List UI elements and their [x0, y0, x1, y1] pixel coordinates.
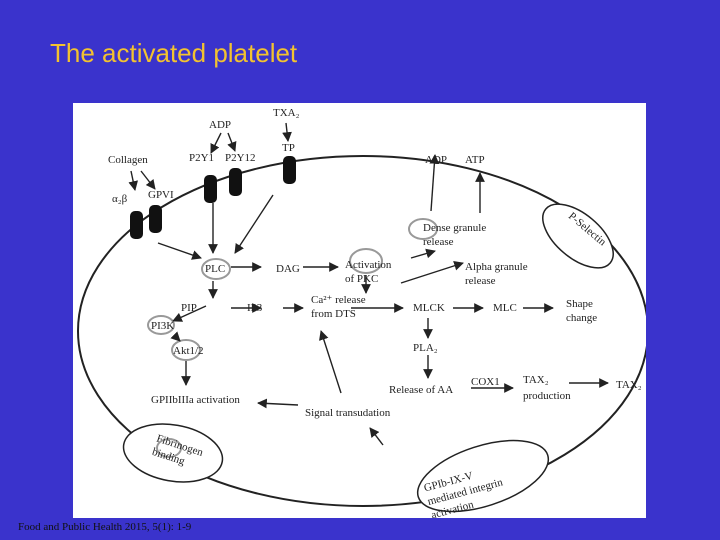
label-txa2-top: TXA₂: [273, 107, 300, 119]
label-signal: Signal transudation: [305, 407, 391, 419]
label-alpha-1: Alpha granule: [465, 261, 528, 273]
label-plc: PLC: [205, 263, 225, 275]
label-ip3: IP3: [247, 302, 263, 314]
label-mlc: MLC: [493, 302, 517, 314]
fibrinogen-oval: [122, 423, 224, 483]
label-act-pkc-2: of PKC: [345, 273, 378, 285]
diagram-panel: ADP TXA₂ Collagen P2Y1 P2Y12 TP α₂β GPVI…: [73, 103, 646, 518]
receptor-tp: [283, 156, 296, 184]
label-dense-1: Dense granule: [423, 222, 486, 234]
label-cox1: COX1: [471, 376, 500, 388]
receptor-p2y1: [204, 175, 217, 203]
label-ca-2: from DTS: [311, 308, 356, 320]
marker-circles: [147, 218, 438, 458]
gpib-oval: [416, 439, 550, 513]
label-a2b: α₂β: [112, 193, 128, 205]
label-dag: DAG: [276, 263, 300, 275]
citation: Food and Public Health 2015, 5(1): 1-9: [18, 521, 192, 533]
label-gp-activation: GPIIbIIIa activation: [151, 394, 240, 406]
slide-title: The activated platelet: [50, 38, 298, 68]
label-release-aa: Release of AA: [389, 384, 453, 396]
label-shape-2: change: [566, 312, 597, 324]
label-pla2: PLA₂: [413, 342, 438, 354]
label-gpvi: GPVI: [148, 189, 174, 201]
label-collagen: Collagen: [108, 154, 148, 166]
label-pi3k: PI3K: [151, 320, 174, 332]
receptor-p2y12: [229, 168, 242, 196]
label-adp-top: ADP: [209, 119, 231, 131]
pselectin-oval: [542, 203, 614, 269]
label-shape-1: Shape: [566, 298, 593, 310]
platelet-diagram: ADP TXA₂ Collagen P2Y1 P2Y12 TP α₂β GPVI…: [77, 107, 646, 518]
label-tax2-prod-2: production: [523, 390, 571, 402]
label-tax2-out: TAX₂: [616, 379, 642, 391]
label-mlck: MLCK: [413, 302, 445, 314]
receptor-gpvi: [149, 205, 162, 233]
label-adp-out: ADP: [425, 154, 447, 166]
label-alpha-2: release: [465, 275, 496, 287]
label-akt: Akt1/2: [173, 345, 204, 357]
label-p2y12: P2Y12: [225, 152, 256, 164]
receptor-a2b: [130, 211, 143, 239]
label-ca-1: Ca²⁺ release: [311, 294, 366, 306]
pathway-arrows: [128, 122, 609, 446]
label-tax2-prod-1: TAX₂: [523, 374, 549, 386]
label-tp: TP: [282, 142, 295, 154]
platelet-membrane: [77, 155, 646, 507]
label-atp-out: ATP: [465, 154, 485, 166]
label-pip: PIP: [181, 302, 197, 314]
label-act-pkc-1: Activation: [345, 259, 392, 271]
label-dense-2: release: [423, 236, 454, 248]
label-p2y1: P2Y1: [189, 152, 214, 164]
